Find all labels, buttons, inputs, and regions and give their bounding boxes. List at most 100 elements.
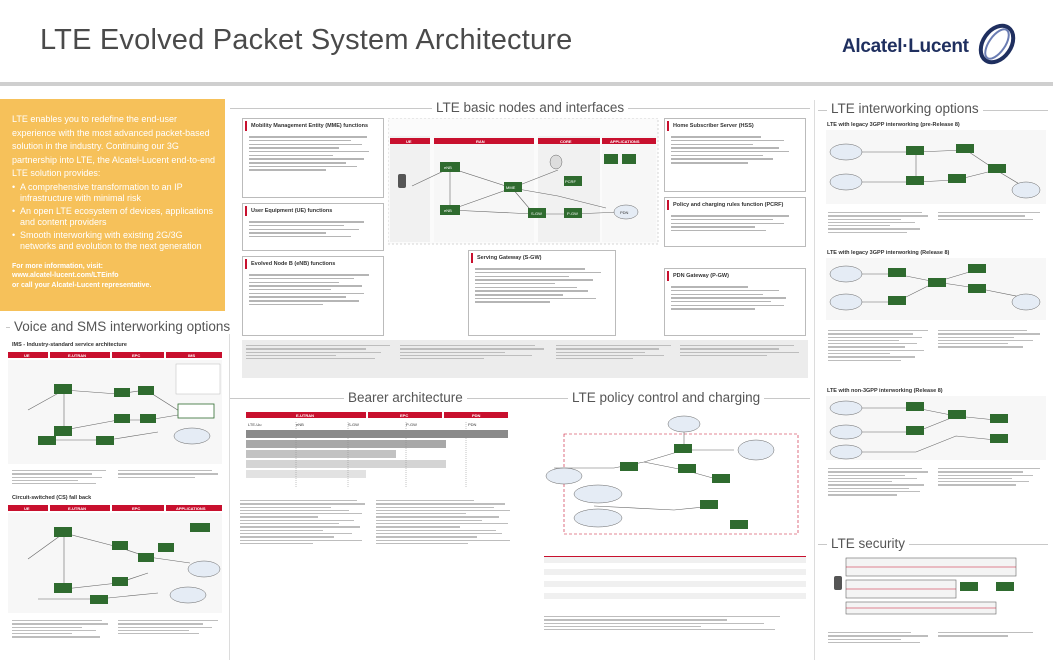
release8-notes: [828, 328, 932, 363]
svg-text:PDN: PDN: [468, 422, 477, 427]
svg-text:UE: UE: [406, 139, 412, 144]
panel-title-basic-nodes: LTE basic nodes and interfaces: [432, 100, 629, 115]
svg-text:E-UTRAN: E-UTRAN: [68, 353, 86, 358]
pre-release8-notes: [828, 210, 932, 235]
mme-functions-box: Mobility Management Entity (MME) functio…: [242, 118, 384, 198]
subtitle-cs-fallback: Circuit-switched (CS) fall back: [12, 495, 92, 501]
svg-text:S-GW: S-GW: [531, 211, 542, 216]
svg-text:LTE-Uu: LTE-Uu: [248, 422, 261, 427]
alcatel-lucent-logo-icon: [978, 23, 1016, 65]
cs-notes: [12, 618, 112, 640]
svg-text:EPC: EPC: [132, 506, 140, 511]
enodeb-functions-text: [243, 271, 383, 306]
promo-bullet: Smooth interworking with existing 2G/3G …: [12, 230, 215, 253]
svg-text:EPC: EPC: [132, 353, 140, 358]
svg-text:PDN: PDN: [620, 210, 629, 215]
svg-text:APPLICATIONS: APPLICATIONS: [176, 506, 206, 511]
brand-name: Alcatel·Lucent: [842, 36, 969, 57]
hss-title: Home Subscriber Server (HSS): [667, 121, 803, 131]
promo-more-link[interactable]: www.alcatel-lucent.com/LTEinfo: [12, 272, 119, 279]
svg-text:UE: UE: [24, 353, 30, 358]
panel-title-security: LTE security: [827, 536, 910, 551]
ims-notes: [118, 468, 222, 480]
svg-text:EPC: EPC: [400, 413, 408, 418]
basic-notes-col: [400, 343, 550, 361]
svg-text:PDN: PDN: [472, 413, 481, 418]
cs-fallback-diagram: UE E-UTRAN EPC APPLICATIONS: [8, 505, 222, 613]
policy-diagram: [545, 415, 799, 535]
svg-text:E-UTRAN: E-UTRAN: [68, 506, 86, 511]
subtitle-pre-release8: LTE with legacy 3GPP interworking (pre-R…: [827, 122, 960, 128]
bearer-notes: [376, 498, 516, 546]
ue-functions-text: [243, 218, 383, 238]
panel-title-voice-sms: Voice and SMS interworking options: [10, 319, 235, 334]
ims-diagram: UE E-UTRAN EPC IMS: [8, 352, 222, 464]
promo-more-info: For more information, visit: www.alcatel…: [12, 262, 215, 291]
enodeb-functions-title: Evolved Node B (eNB) functions: [245, 259, 381, 269]
promo-bullet: An open LTE ecosystem of devices, applic…: [12, 206, 215, 229]
subtitle-release8: LTE with legacy 3GPP interworking (Relea…: [827, 250, 950, 256]
non3gpp-diagram: [826, 396, 1046, 460]
security-notes: [938, 630, 1044, 639]
basic-notes-col: [680, 343, 804, 358]
release8-notes: [938, 328, 1044, 350]
header-divider: [0, 82, 1053, 86]
cs-notes: [118, 618, 222, 636]
svg-text:eNB: eNB: [444, 165, 452, 170]
svg-text:IMS: IMS: [188, 353, 195, 358]
basic-notes-col: [556, 343, 676, 361]
basic-nodes-diagram: UE RAN CORE APPLICATIONS eNB eNB MME S-GW P…: [388, 118, 659, 245]
promo-bullet: A comprehensive transformation to an IP …: [12, 182, 215, 205]
hss-text: [665, 133, 805, 164]
bearer-notes: [240, 498, 370, 546]
panel-rule: [230, 398, 810, 399]
svg-text:E-UTRAN: E-UTRAN: [296, 413, 314, 418]
sgw-text: [469, 265, 615, 303]
svg-text:S-GW: S-GW: [348, 422, 359, 427]
security-diagram: [834, 557, 1017, 615]
panel-title-bearer: Bearer architecture: [344, 390, 467, 405]
pcrf-title: Policy and charging rules function (PCRF…: [667, 200, 803, 210]
subtitle-ims: IMS - Industry-standard service architec…: [12, 342, 127, 348]
promo-box: LTE enables you to redefine the end-user…: [0, 99, 225, 311]
svg-text:CORE: CORE: [560, 139, 572, 144]
policy-notes: [544, 614, 806, 632]
basic-notes-col: [246, 343, 396, 361]
ue-functions-box: User Equipment (UE) functions: [242, 203, 384, 251]
promo-bullet-list: A comprehensive transformation to an IP …: [12, 182, 215, 253]
svg-text:eNB: eNB: [444, 208, 452, 213]
svg-text:MME: MME: [506, 185, 516, 190]
svg-text:RAN: RAN: [476, 139, 485, 144]
security-notes: [828, 630, 932, 645]
svg-text:PCRF: PCRF: [565, 179, 576, 184]
mme-functions-title: Mobility Management Entity (MME) functio…: [245, 121, 381, 131]
bearer-diagram: E-UTRAN EPC PDN LTE-Uu eNB S-GW P-GW PDN: [246, 412, 508, 488]
column-divider: [814, 100, 815, 660]
pcrf-box: Policy and charging rules function (PCRF…: [664, 197, 806, 247]
ue-functions-title: User Equipment (UE) functions: [245, 206, 381, 216]
pgw-title: PDN Gateway (P-GW): [667, 271, 803, 281]
promo-more-line: or call your Alcatel-Lucent representati…: [12, 281, 152, 289]
mme-functions-text: [243, 133, 383, 171]
svg-text:eNB: eNB: [296, 422, 304, 427]
promo-lead-text: LTE enables you to redefine the end-user…: [12, 114, 215, 178]
column-divider: [229, 330, 230, 660]
svg-text:APPLICATIONS: APPLICATIONS: [610, 139, 640, 144]
svg-text:P-GW: P-GW: [567, 211, 578, 216]
svg-text:UE: UE: [24, 506, 30, 511]
non3gpp-notes: [938, 466, 1044, 488]
sgw-title: Serving Gateway (S-GW): [471, 253, 613, 263]
ims-notes: [12, 468, 112, 486]
release8-diagram: [826, 258, 1046, 320]
sgw-box: Serving Gateway (S-GW): [468, 250, 616, 336]
hss-box: Home Subscriber Server (HSS): [664, 118, 806, 192]
pcrf-text: [665, 212, 805, 232]
panel-rule: [818, 544, 1048, 545]
non3gpp-notes: [828, 466, 932, 498]
pgw-box: PDN Gateway (P-GW): [664, 268, 806, 336]
panel-title-policy: LTE policy control and charging: [568, 390, 765, 405]
pre-release8-diagram: [826, 130, 1046, 204]
page-title: LTE Evolved Packet System Architecture: [40, 24, 573, 56]
svg-text:P-GW: P-GW: [406, 422, 417, 427]
enodeb-functions-box: Evolved Node B (eNB) functions: [242, 256, 384, 336]
